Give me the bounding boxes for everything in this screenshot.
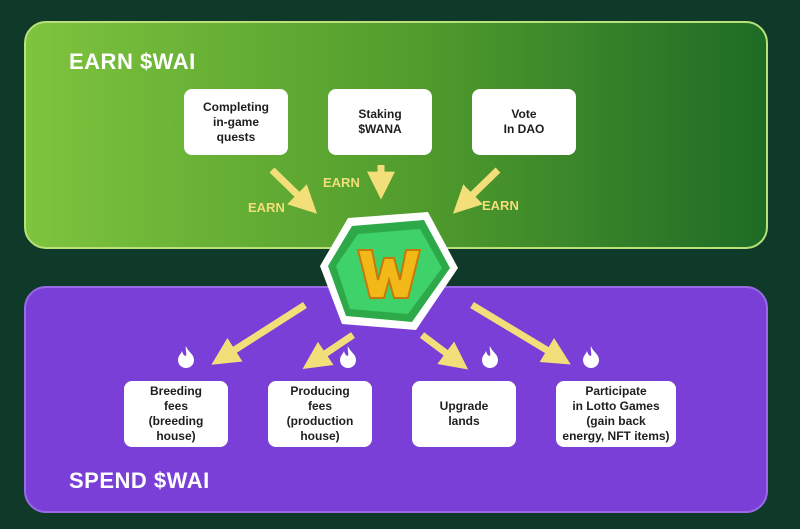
flame-icon bbox=[482, 346, 498, 368]
flame-icon bbox=[178, 346, 194, 368]
earn-label-left: EARN bbox=[248, 200, 285, 215]
spend-box-producing: Producing fees (production house) bbox=[268, 381, 372, 447]
spend-title: SPEND $WAI bbox=[69, 468, 210, 493]
spend-arrow-breeding bbox=[211, 302, 307, 365]
flame-icon bbox=[583, 346, 599, 368]
spend-arrow-upgrade bbox=[419, 332, 469, 370]
earn-label-center: EARN bbox=[323, 175, 360, 190]
spend-arrow-producing bbox=[302, 332, 355, 370]
wai-token-icon bbox=[320, 212, 458, 330]
spend-arrow-lotto bbox=[470, 302, 571, 365]
earn-box-staking: Staking $WANA bbox=[328, 89, 432, 155]
spend-box-upgrade: Upgrade lands bbox=[412, 381, 516, 447]
earn-box-quests: Completing in-game quests bbox=[184, 89, 288, 155]
flame-icon bbox=[340, 346, 356, 368]
earn-arrow-quests bbox=[269, 167, 318, 214]
spend-box-breeding: Breeding fees (breeding house) bbox=[124, 381, 228, 447]
earn-title: EARN $WAI bbox=[69, 49, 196, 74]
earn-box-vote: Vote In DAO bbox=[472, 89, 576, 155]
earn-arrow-vote bbox=[452, 167, 501, 214]
spend-box-lotto: Participate in Lotto Games (gain back en… bbox=[556, 381, 676, 447]
earn-label-right: EARN bbox=[482, 198, 519, 213]
